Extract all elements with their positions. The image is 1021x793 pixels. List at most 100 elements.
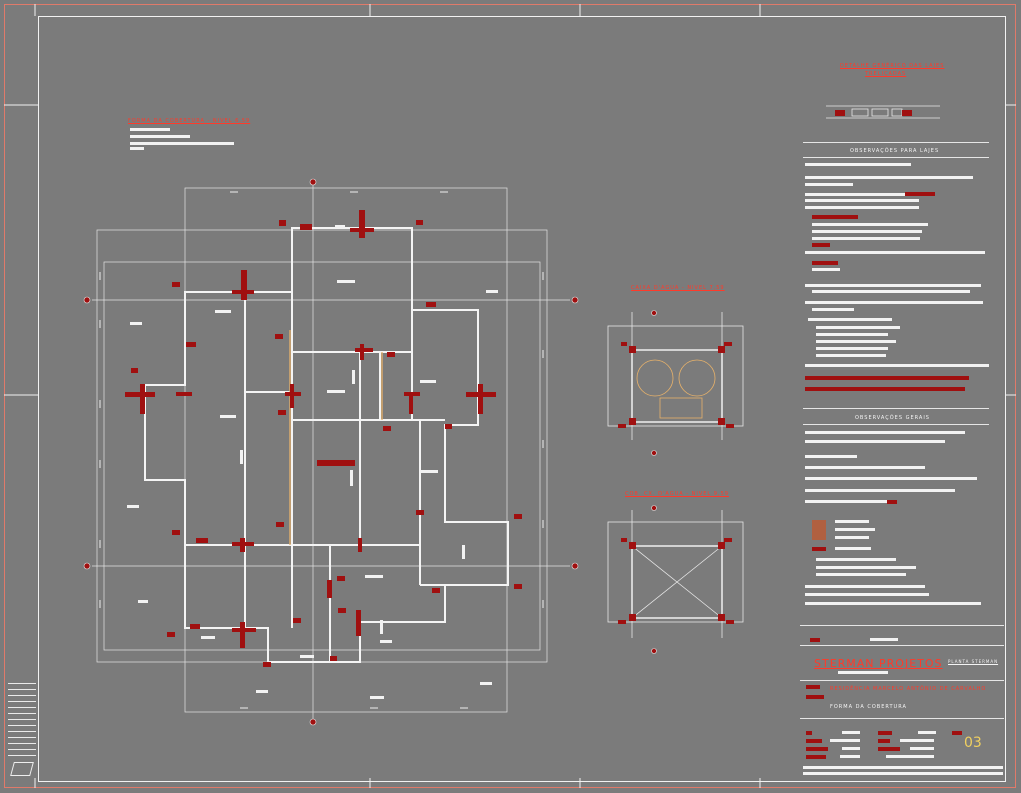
field-mark [952, 731, 962, 735]
note-red-mark [812, 243, 830, 247]
footer-line [803, 772, 1003, 775]
slab-detail-title: DETALHE GENÉRICO DAS LAJES [840, 63, 945, 69]
note-line [812, 223, 928, 226]
note-line [808, 318, 892, 321]
note-line [805, 431, 965, 434]
revision-table [8, 678, 36, 768]
note-line [805, 455, 857, 458]
legend-swatch [812, 520, 826, 540]
note-red-mark [805, 376, 969, 380]
note-line [816, 566, 916, 569]
field-line [842, 731, 860, 734]
note-line [805, 193, 905, 196]
note-line [816, 333, 888, 336]
company-name: STERMAN PROJETOS [814, 657, 943, 670]
note-line [816, 558, 896, 561]
field-mark [806, 695, 824, 699]
field-line [910, 747, 934, 750]
field-line [886, 755, 934, 758]
divider [800, 645, 1004, 646]
field-line [918, 731, 936, 734]
note-line [805, 301, 983, 304]
revision-line [870, 638, 898, 641]
note-line [816, 347, 888, 350]
project-name: RESIDÊNCIA MARCELO ANTÔNIO DE CARVALHO [830, 686, 987, 692]
divider [800, 680, 1004, 681]
revision-mark [810, 638, 820, 642]
note-line [812, 230, 922, 233]
field-mark [806, 755, 826, 759]
note-line [805, 593, 929, 596]
note-line [805, 284, 981, 287]
plan-label: PLANTA STERMAN [948, 659, 999, 664]
note-red-mark [812, 261, 838, 265]
sheet-logo-icon [10, 762, 34, 776]
room-labels [127, 225, 498, 699]
main-plan-columns [125, 210, 522, 667]
legend-swatch [812, 547, 826, 551]
company-subline [838, 671, 888, 674]
divider [803, 408, 989, 409]
note-line [805, 199, 919, 202]
note-red-mark [805, 387, 965, 391]
water-tank-title: CAIXA D'AGUA - NIVEL 7,59 [631, 285, 725, 291]
title-note-line [130, 128, 170, 131]
main-plan-title: FORMA DA COBERTURA - NIVEL 6,59 [128, 118, 251, 124]
field-mark [806, 731, 812, 735]
field-mark [806, 739, 822, 743]
note-line [835, 547, 871, 550]
field-line [900, 739, 934, 742]
sheet-border [4, 4, 1016, 788]
note-line [805, 500, 887, 503]
field-mark [878, 747, 900, 751]
divider [803, 424, 989, 425]
field-line [830, 739, 860, 742]
drawing-name: FORMA DA COBERTURA [830, 704, 907, 710]
slab-notes-heading: OBSERVAÇÕES PARA LAJES [850, 148, 940, 154]
note-line [805, 489, 955, 492]
water-tank-roof-title: COB. CX. D'AGUA - NIVEL 9,59 [625, 491, 729, 497]
field-mark [878, 739, 890, 743]
note-line [812, 268, 840, 271]
note-line [835, 536, 869, 539]
note-red-mark [905, 192, 935, 196]
note-line [816, 573, 906, 576]
note-red-mark [812, 215, 858, 219]
note-line [812, 290, 970, 293]
note-red-mark [887, 500, 897, 504]
note-line [805, 163, 911, 166]
note-line [805, 585, 925, 588]
sheet-number: 03 [964, 735, 982, 751]
note-line [805, 477, 977, 480]
slab-detail [826, 105, 940, 119]
field-mark [878, 731, 892, 735]
note-line [816, 340, 896, 343]
note-line [805, 364, 989, 367]
slab-detail-subtitle: TRELIÇADAS [865, 71, 907, 77]
note-line [805, 466, 925, 469]
main-plan [92, 182, 570, 722]
note-line [805, 251, 985, 254]
title-note-line [130, 135, 190, 138]
note-line [805, 440, 945, 443]
note-line [816, 326, 900, 329]
note-line [805, 602, 981, 605]
general-notes-heading: OBSERVAÇÕES GERAIS [855, 415, 930, 421]
drawing-frame [38, 16, 1006, 782]
note-line [816, 354, 886, 357]
divider [800, 718, 1004, 719]
divider [803, 142, 989, 143]
field-line [842, 747, 860, 750]
divider [803, 157, 989, 158]
note-line [835, 520, 869, 523]
note-line [805, 176, 973, 179]
note-line [805, 206, 919, 209]
field-mark [806, 747, 828, 751]
footer-line [803, 766, 1003, 769]
note-line [812, 237, 920, 240]
field-line [840, 755, 860, 758]
divider [800, 625, 1004, 626]
note-line [835, 528, 875, 531]
note-line [812, 308, 854, 311]
